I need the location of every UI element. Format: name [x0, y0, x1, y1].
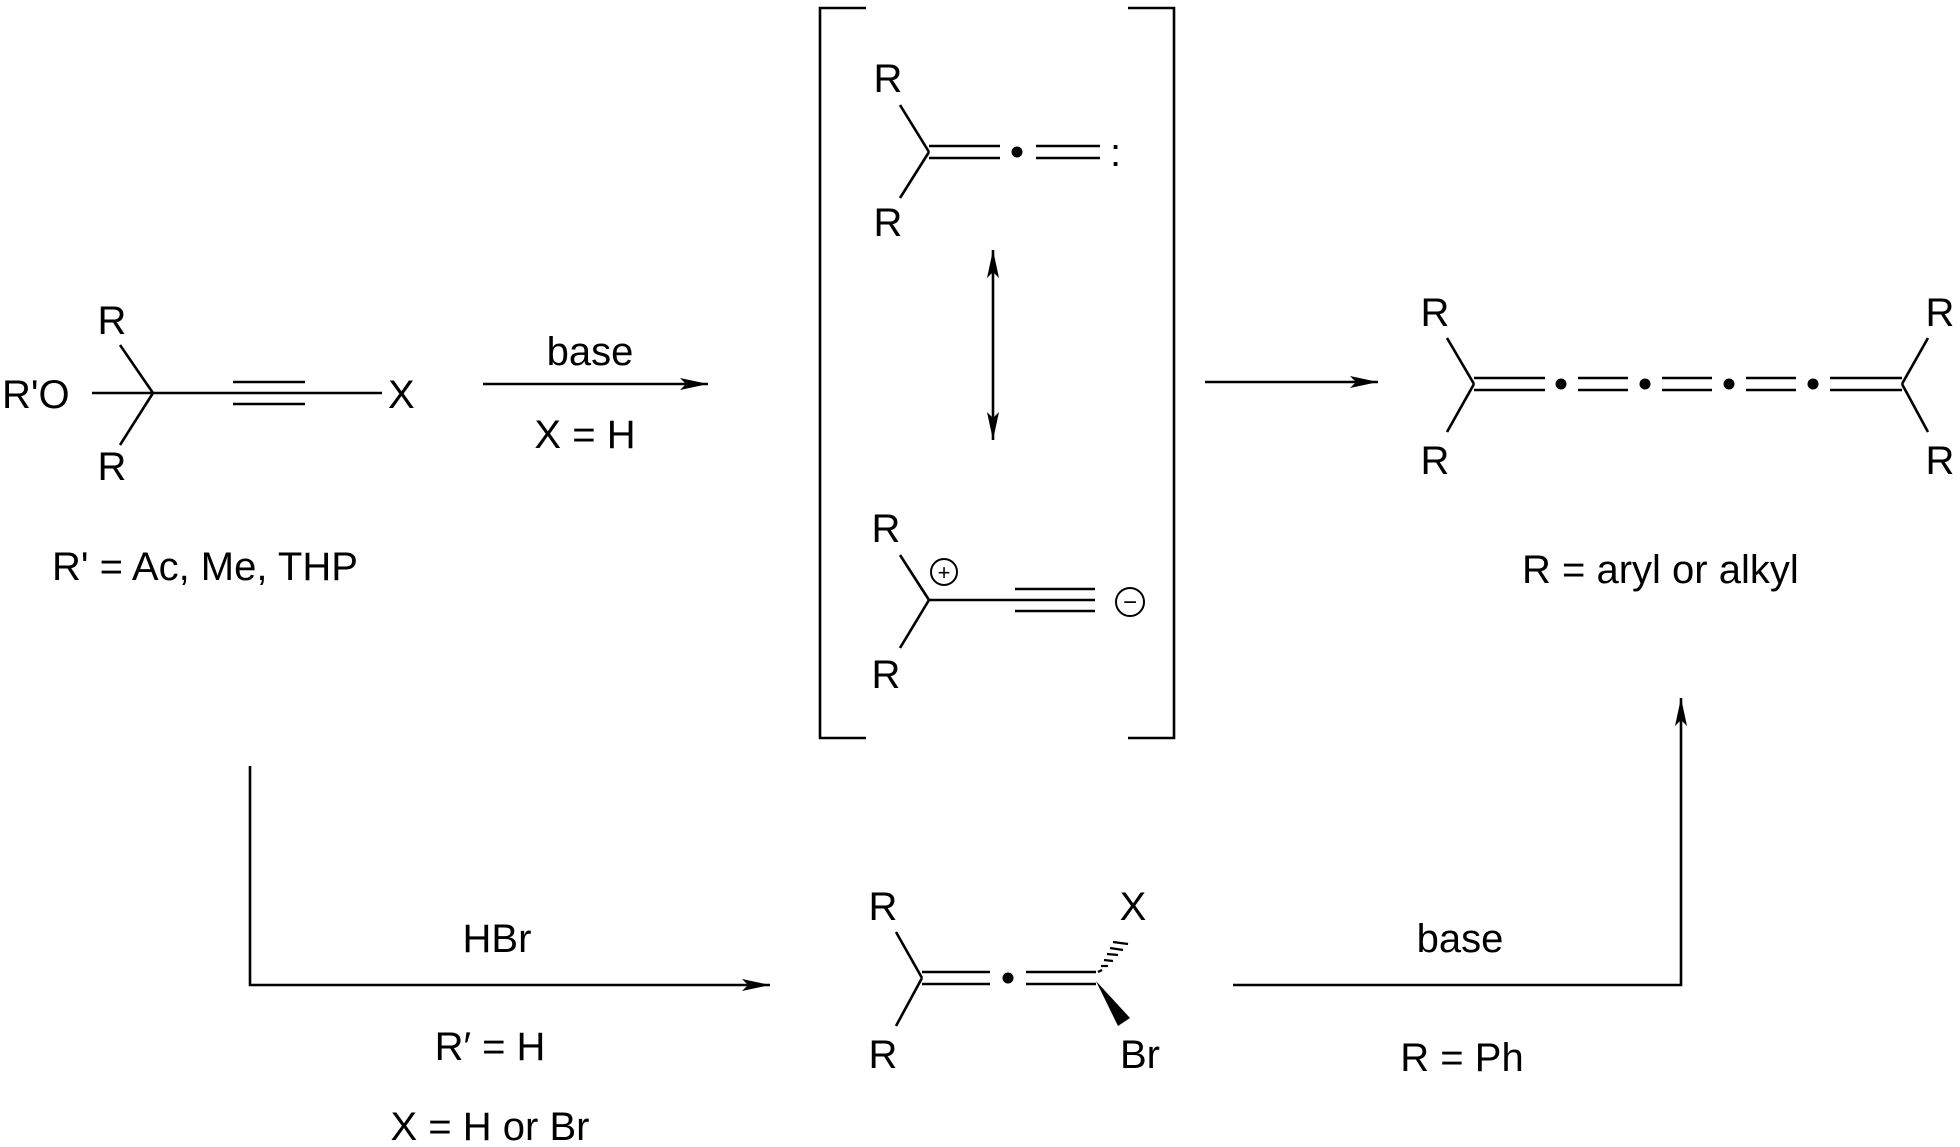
bond-r-top — [894, 931, 924, 979]
bond-r-bottom — [898, 599, 931, 649]
bromoallene: R R X Br — [869, 885, 1160, 1077]
r-prime-h-label: R′ = H — [435, 1025, 546, 1069]
plus-charge-icon — [930, 558, 958, 586]
left-bracket — [818, 6, 866, 740]
bond-r-top — [898, 554, 931, 601]
start-r-bottom: R — [98, 445, 127, 489]
carbene-r-bottom: R — [874, 201, 903, 245]
bromoallene-r-bottom: R — [869, 1033, 898, 1077]
allene-center-dot — [1002, 972, 1014, 984]
start-ro-label: R'O — [2, 373, 70, 417]
product-r-top-right: R — [1926, 291, 1955, 335]
bond-right-r-top — [1900, 337, 1930, 385]
bromoallene-x-label: X — [1120, 885, 1147, 929]
base-label: base — [1417, 917, 1504, 961]
bond-c-r-bottom — [118, 392, 155, 446]
r-ph-label: R = Ph — [1400, 1036, 1523, 1080]
product-note: R = aryl or alkyl — [1522, 548, 1799, 592]
hashed-wedge-bond — [1097, 940, 1129, 973]
cumulene-dot-4 — [1807, 378, 1819, 390]
top-arrow-above: base — [547, 330, 634, 374]
cumulene-dot-2 — [1639, 378, 1651, 390]
product-cumulene: R R R R R = aryl or alkyl — [1421, 291, 1955, 592]
x-h-or-br-label: X = H or Br — [391, 1105, 590, 1147]
bond-r-top — [898, 104, 931, 153]
bond-r-bottom — [894, 977, 924, 1027]
l-arrow-shaft — [1233, 698, 1687, 987]
start-r-top: R — [98, 299, 127, 343]
minus-charge-icon — [1115, 587, 1145, 617]
bromoallene-br-label: Br — [1120, 1033, 1160, 1077]
product-r-bottom-right: R — [1926, 439, 1955, 483]
zwitterion-r-top: R — [872, 507, 901, 551]
bottom-left-reaction-arrow: HBr R′ = H X = H or Br — [248, 766, 770, 1147]
product-r-top-left: R — [1421, 291, 1450, 335]
right-bracket — [1128, 6, 1176, 740]
zwitterion-r-bottom: R — [872, 653, 901, 697]
plus-sign: + — [938, 560, 951, 585]
product-r-bottom-left: R — [1421, 439, 1450, 483]
start-x-label: X — [388, 373, 415, 417]
top-arrow-below: X = H — [534, 413, 635, 457]
l-arrow-shaft — [248, 766, 770, 991]
hbr-label: HBr — [463, 917, 532, 961]
vinylidene-carbene: R R : — [874, 57, 1122, 245]
bond-left-r-bottom — [1445, 383, 1476, 433]
solid-wedge-bond — [1096, 981, 1130, 1026]
intermediate-bracket: R R : R R + − — [818, 6, 1176, 740]
allene-center-dot — [1011, 146, 1023, 158]
bond-left-r-top — [1445, 337, 1476, 385]
carbene-lone-pair: : — [1110, 131, 1121, 175]
bottom-right-reaction-arrow: base R = Ph — [1233, 698, 1687, 1080]
cumulene-dot-3 — [1723, 378, 1735, 390]
bond-r-bottom — [898, 151, 931, 199]
cumulene-dot-1 — [1555, 378, 1567, 390]
propargyl-zwitterion: R R + − — [872, 507, 1145, 697]
start-note: R' = Ac, Me, THP — [52, 545, 358, 589]
top-reaction-arrow: base X = H — [483, 330, 708, 457]
bond-c-r-top — [118, 344, 155, 394]
carbene-r-top: R — [874, 57, 903, 101]
starting-propargyl-ether: R R R'O X R' = Ac, Me, THP — [2, 299, 415, 589]
bromoallene-r-top: R — [869, 885, 898, 929]
minus-sign: − — [1123, 589, 1137, 616]
bond-right-r-bottom — [1900, 383, 1930, 433]
